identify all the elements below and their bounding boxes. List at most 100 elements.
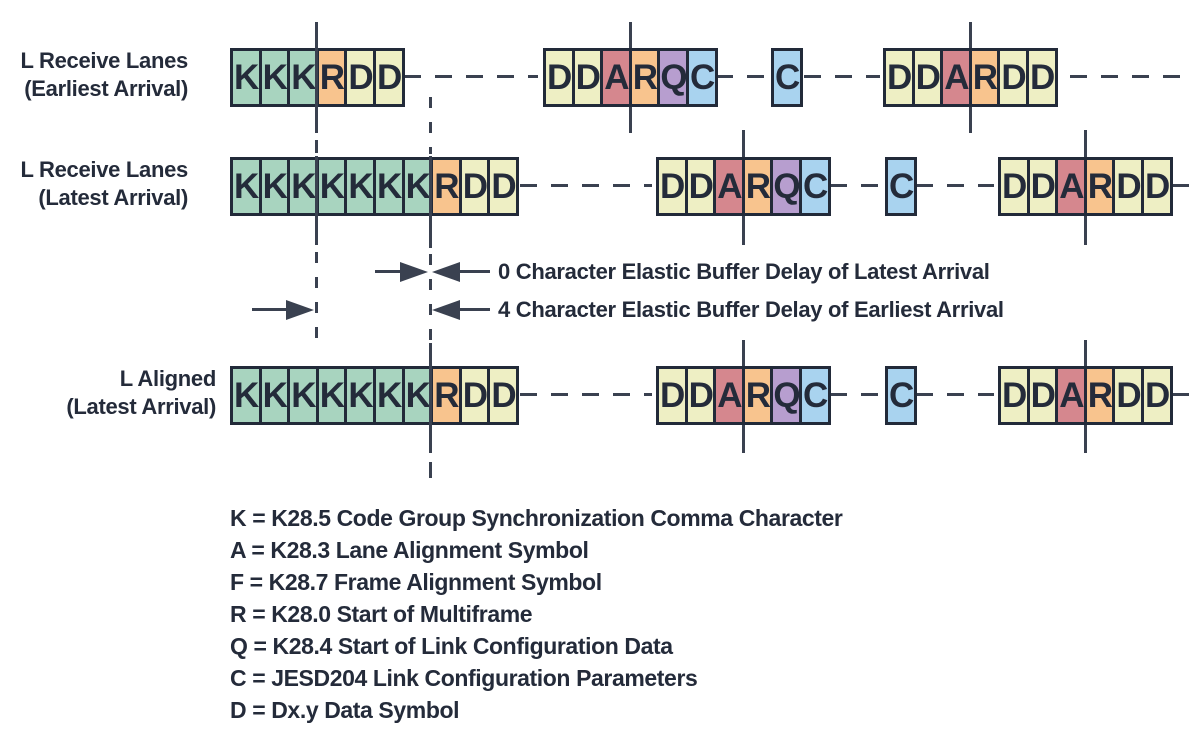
lane-label: (Earliest Arrival) (24, 76, 188, 101)
symbol-cell: D (998, 157, 1030, 216)
symbol-cell: D (656, 157, 688, 216)
symbol-cell: C (799, 366, 831, 425)
arrow-tail (458, 270, 490, 273)
alignment-reference-line (428, 462, 432, 478)
symbol-cell: R (430, 366, 462, 425)
symbol-cell: R (1083, 366, 1116, 425)
symbol-cell: K (258, 366, 291, 425)
symbol-cell: D (1141, 157, 1173, 216)
dashed-connector (1070, 75, 1192, 78)
legend-item: K = K28.5 Code Group Synchronization Com… (230, 505, 843, 531)
legend-item: C = JESD204 Link Configuration Parameter… (230, 665, 698, 691)
symbol-cell: R (968, 48, 1001, 107)
symbol-cell: A (1055, 157, 1087, 216)
symbol-cell: R (741, 157, 774, 216)
symbol-cell: Q (770, 157, 803, 216)
symbol-cell: C (686, 48, 718, 107)
symbol-cell: D (458, 157, 491, 216)
lane-label: L Receive Lanes (20, 48, 188, 73)
arrow-right-icon (400, 262, 428, 282)
symbol-cell: R (741, 366, 774, 425)
alignment-reference-line-dashed (428, 97, 432, 154)
symbol-cell: K (230, 157, 262, 216)
symbol-cell: K (373, 366, 405, 425)
symbol-cell: K (230, 48, 262, 107)
legend-item: F = K28.7 Frame Alignment Symbol (230, 569, 602, 595)
dashed-connector (1172, 393, 1197, 396)
symbol-cell: Q (657, 48, 690, 107)
symbol-cell: K (287, 366, 319, 425)
lane-label: L Receive Lanes (20, 157, 188, 182)
delay-annotation: 0 Character Elastic Buffer Delay of Late… (498, 259, 990, 284)
symbol-cell: R (1083, 157, 1116, 216)
alignment-reference-line (314, 156, 318, 245)
symbol-cell: D (344, 48, 377, 107)
symbol-cell: D (1141, 366, 1173, 425)
arrow-left-icon (432, 300, 460, 320)
symbol-cell: D (487, 366, 520, 425)
arrow-right-icon (286, 300, 314, 320)
dashed-connector (1172, 184, 1197, 187)
symbol-cell: K (315, 366, 348, 425)
dashed-connector (804, 75, 880, 78)
alignment-reference-line-dashed (428, 254, 432, 340)
symbol-cell: D (1112, 366, 1145, 425)
alignment-reference-line (314, 22, 318, 133)
symbol-cell: R (315, 48, 348, 107)
symbol-cell: D (883, 48, 915, 107)
symbol-cell: D (997, 48, 1030, 107)
arrow-tail (252, 308, 288, 311)
dashed-connector (404, 75, 538, 78)
symbol-cell: D (1026, 157, 1059, 216)
legend-item: D = Dx.y Data Symbol (230, 697, 460, 723)
symbol-cell: D (684, 157, 717, 216)
lane-label: (Latest Arrival) (38, 185, 188, 210)
symbol-cell: C (771, 48, 803, 107)
symbol-cell: D (1112, 157, 1145, 216)
symbol-cell: D (373, 48, 405, 107)
delay-annotation: 4 Character Elastic Buffer Delay of Earl… (498, 297, 1004, 322)
symbol-cell: D (911, 48, 944, 107)
symbol-cell: Q (770, 366, 803, 425)
symbol-cell: K (315, 157, 348, 216)
dashed-connector (830, 393, 881, 396)
symbol-cell: A (713, 157, 745, 216)
symbol-cell: K (344, 157, 377, 216)
symbol-cell: R (430, 157, 462, 216)
symbol-cell: C (885, 157, 917, 216)
symbol-cell: K (258, 48, 291, 107)
alignment-reference-line-dashed (314, 252, 318, 352)
dashed-connector (716, 75, 764, 78)
symbol-cell: D (998, 366, 1030, 425)
symbol-cell: K (287, 157, 319, 216)
symbol-cell: D (458, 366, 491, 425)
dashed-connector (916, 393, 994, 396)
symbol-cell: D (656, 366, 688, 425)
symbol-cell: A (940, 48, 972, 107)
symbol-cell: A (1055, 366, 1087, 425)
arrow-tail (458, 308, 490, 311)
alignment-reference-line (428, 343, 432, 453)
symbol-cell: K (401, 366, 434, 425)
symbol-cell: D (1026, 48, 1058, 107)
dashed-connector (830, 184, 881, 187)
alignment-reference-line (428, 156, 432, 248)
symbol-cell: C (885, 366, 917, 425)
legend-item: R = K28.0 Start of Multiframe (230, 601, 533, 627)
symbol-cell: K (401, 157, 434, 216)
dashed-connector (916, 184, 994, 187)
legend-item: Q = K28.4 Start of Link Configuration Da… (230, 633, 673, 659)
symbol-cell: K (258, 157, 291, 216)
symbol-cell: K (373, 157, 405, 216)
alignment-reference-line (314, 140, 318, 153)
arrow-left-icon (432, 262, 460, 282)
dashed-connector (520, 393, 652, 396)
symbol-cell: K (344, 366, 377, 425)
symbol-cell: K (230, 366, 262, 425)
symbol-cell: A (600, 48, 632, 107)
lane-label: (Latest Arrival) (66, 394, 216, 419)
symbol-cell: A (713, 366, 745, 425)
symbol-cell: C (799, 157, 831, 216)
symbol-cell: D (543, 48, 575, 107)
